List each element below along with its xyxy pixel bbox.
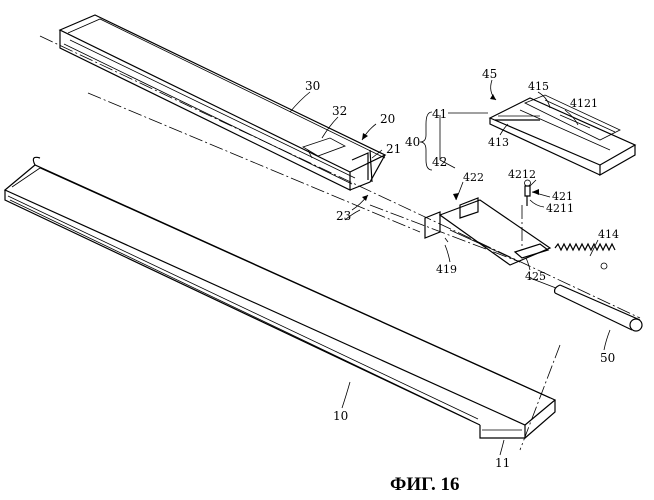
- brace-40: [420, 112, 432, 170]
- label-30: 30: [305, 79, 320, 93]
- label-4212: 4212: [508, 168, 536, 181]
- label-42: 42: [432, 155, 447, 169]
- pin-part-421: [525, 180, 531, 206]
- label-32: 32: [332, 104, 347, 118]
- label-419: 419: [436, 263, 457, 276]
- label-11: 11: [495, 456, 510, 470]
- reference-labels: 30 32 20 21 23 45 415 4121 41 40 413 42 …: [305, 67, 619, 470]
- label-41: 41: [432, 107, 447, 121]
- label-45: 45: [482, 67, 497, 81]
- label-21: 21: [386, 142, 401, 156]
- label-50: 50: [600, 351, 615, 365]
- label-10: 10: [333, 409, 348, 423]
- slider-assembly-41: [490, 95, 635, 175]
- label-20: 20: [380, 112, 395, 126]
- upper-rail-part-30: [60, 15, 385, 190]
- label-4211: 4211: [546, 202, 574, 215]
- figure-caption: ФИГ. 16: [390, 474, 460, 495]
- rod-part-50: [530, 278, 642, 331]
- label-40: 40: [405, 135, 420, 149]
- label-413: 413: [488, 136, 509, 149]
- lower-rail-part-10: [5, 157, 555, 438]
- label-422: 422: [463, 171, 484, 184]
- label-425: 425: [525, 270, 546, 283]
- carriage-part-42: [425, 198, 550, 265]
- assembly-dash-lines: [40, 36, 640, 450]
- label-4121: 4121: [570, 97, 598, 110]
- spring-part-414: [555, 244, 615, 269]
- label-414: 414: [598, 228, 619, 241]
- label-23: 23: [336, 209, 351, 223]
- label-415: 415: [528, 80, 549, 93]
